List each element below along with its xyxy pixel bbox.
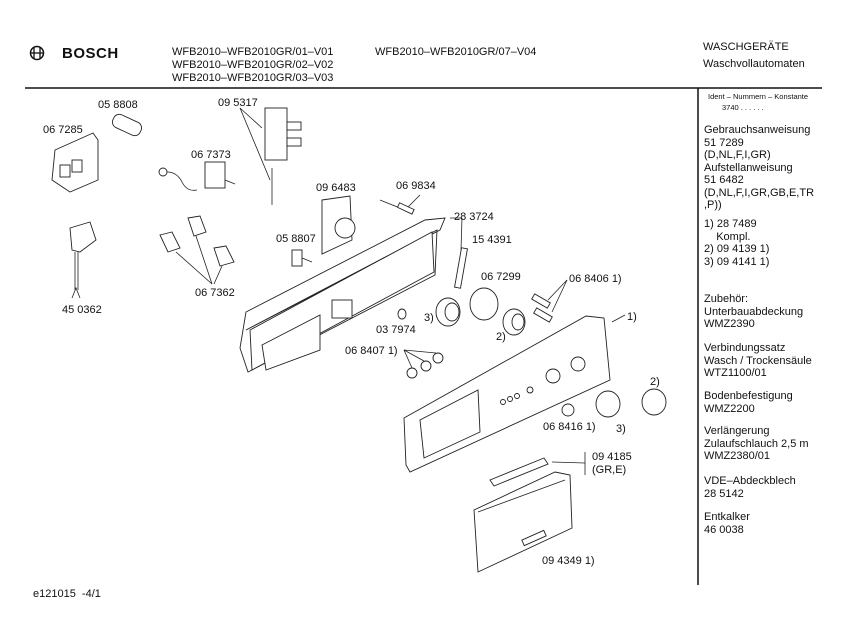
sidebar-block-kit: Verbindungssatz Wasch / Trockensäule WTZ… — [704, 342, 812, 380]
sidebar-line: 2) 09 4139 1) — [704, 243, 770, 255]
part-067373 — [158, 161, 236, 191]
sidebar-line: Bodenbefestigung — [704, 390, 793, 402]
part-knob-2 — [502, 308, 526, 336]
part-154391 — [450, 217, 468, 289]
part-450362 — [69, 221, 97, 299]
sidebar-line: 51 7289 — [704, 136, 744, 149]
part-label: 05 8808 — [98, 99, 138, 111]
part-label: 2) — [496, 331, 506, 343]
part-label: 09 4185 — [592, 451, 632, 463]
part-label: 09 5317 — [218, 97, 258, 109]
part-label: 06 8407 1) — [345, 345, 398, 357]
sidebar-block-vde: VDE–Abdeckblech 28 5142 — [704, 475, 796, 500]
part-front-panel-1 — [403, 314, 626, 473]
part-label: 06 8406 1) — [569, 273, 622, 285]
part-label: 09 6483 — [316, 182, 356, 194]
part-058807 — [291, 249, 313, 267]
sidebar-line: WTZ1100/01 — [704, 367, 767, 379]
part-067299 — [469, 287, 499, 321]
sidebar-line: (D,NL,F,I,GR,GB,E,TR — [704, 186, 815, 199]
part-label: 1) — [627, 311, 637, 323]
sidebar-line: WMZ2380/01 — [704, 450, 771, 462]
part-label: 28 3724 — [454, 211, 494, 223]
sidebar-block-footnotes: 1) 28 7489 Kompl. 2) 09 4139 1) 3) 09 41… — [704, 218, 769, 268]
sidebar-line: 46 0038 — [704, 523, 744, 536]
part-control-frame — [239, 217, 446, 373]
part-label: 06 8416 1) — [543, 421, 596, 433]
sidebar-line: Aufstellanweisung — [704, 161, 793, 174]
part-068416 — [561, 403, 575, 417]
part-label: 05 8807 — [276, 233, 316, 245]
sidebar-line: VDE–Abdeckblech — [704, 475, 796, 487]
model-line: WFB2010–WFB2010GR/07–V04 — [375, 46, 537, 58]
part-037974 — [397, 308, 407, 320]
sidebar-line: Zulaufschlauch 2,5 m — [704, 437, 809, 450]
part-095317 — [239, 107, 302, 205]
part-068406 — [531, 279, 568, 323]
sidebar-line: Wasch / Trockensäule — [704, 354, 812, 367]
part-knob-3-lower — [595, 390, 621, 418]
sidebar-block-accessory: Zubehör: Unterbauabdeckung WMZ2390 — [704, 293, 803, 331]
sidebar-line: 1) 28 7489 — [704, 218, 757, 230]
subcategory-title: Waschvollautomaten — [703, 58, 805, 70]
sidebar-block-descaler: Entkalker 46 0038 — [704, 511, 750, 536]
part-label: 3) — [616, 423, 626, 435]
sidebar-line: Verlängerung — [704, 425, 770, 437]
sidebar-line: Entkalker — [704, 511, 750, 523]
sidebar-line: WMZ2200 — [704, 402, 755, 415]
part-068407 — [403, 349, 444, 379]
part-label: 2) — [650, 376, 660, 388]
sidebar-line: Zubehör: — [704, 293, 749, 305]
ident-value: 3740 . . . . . . — [722, 103, 764, 112]
part-067285 — [51, 132, 99, 193]
bosch-logo-icon — [29, 45, 45, 61]
part-label: 06 7299 — [481, 271, 521, 283]
part-label: 03 7974 — [376, 324, 416, 336]
sidebar-block-floor: Bodenbefestigung WMZ2200 — [704, 390, 793, 415]
model-line: WFB2010–WFB2010GR/03–V03 — [172, 72, 334, 84]
part-096483 — [321, 195, 356, 255]
part-label: 06 9834 — [396, 180, 436, 192]
sidebar-block-manuals: Gebrauchsanweisung 51 7289 (D,NL,F,I,GR)… — [704, 124, 814, 212]
part-knob-3 — [435, 297, 461, 327]
sidebar-line: ,P)) — [704, 199, 722, 211]
part-label: 15 4391 — [472, 234, 512, 246]
sidebar-line: 28 5142 — [704, 487, 744, 500]
sidebar-line: 3) 09 4141 1) — [704, 255, 770, 268]
sidebar-line: Gebrauchsanweisung — [704, 124, 811, 136]
part-label: (GR,E) — [592, 464, 627, 476]
part-label: 06 7285 — [43, 124, 83, 136]
category-title: WASCHGERÄTE — [703, 41, 789, 53]
sidebar-block-extension: Verlängerung Zulaufschlauch 2,5 m WMZ238… — [704, 425, 809, 463]
sidebar-line: 51 6482 — [704, 174, 744, 186]
model-line: WFB2010–WFB2010GR/01–V01 — [172, 46, 334, 58]
part-knob-2-lower — [641, 388, 667, 416]
part-label: 45 0362 — [62, 304, 102, 316]
part-094185 — [489, 452, 586, 487]
part-label: 09 4349 1) — [542, 555, 595, 567]
ident-header: Ident – Nummern – Konstante — [708, 92, 809, 101]
part-label: 3) — [424, 312, 434, 324]
sidebar-line: Unterbauabdeckung — [704, 305, 804, 318]
part-label: 06 7373 — [191, 149, 231, 161]
part-label: 06 7362 — [195, 287, 235, 299]
sidebar-line: WMZ2390 — [704, 318, 755, 330]
sidebar-line: Verbindungssatz — [704, 342, 786, 354]
page-identifier: e121015 -4/1 — [33, 588, 101, 600]
part-094349 — [473, 471, 573, 573]
part-067362 — [159, 215, 235, 285]
part-058808 — [111, 113, 143, 137]
sidebar-line: (D,NL,F,I,GR) — [704, 149, 771, 161]
model-line: WFB2010–WFB2010GR/02–V02 — [172, 59, 334, 71]
part-069834 — [379, 194, 421, 215]
sidebar-line: Kompl. — [704, 230, 751, 243]
brand-logo: BOSCH — [62, 45, 119, 62]
